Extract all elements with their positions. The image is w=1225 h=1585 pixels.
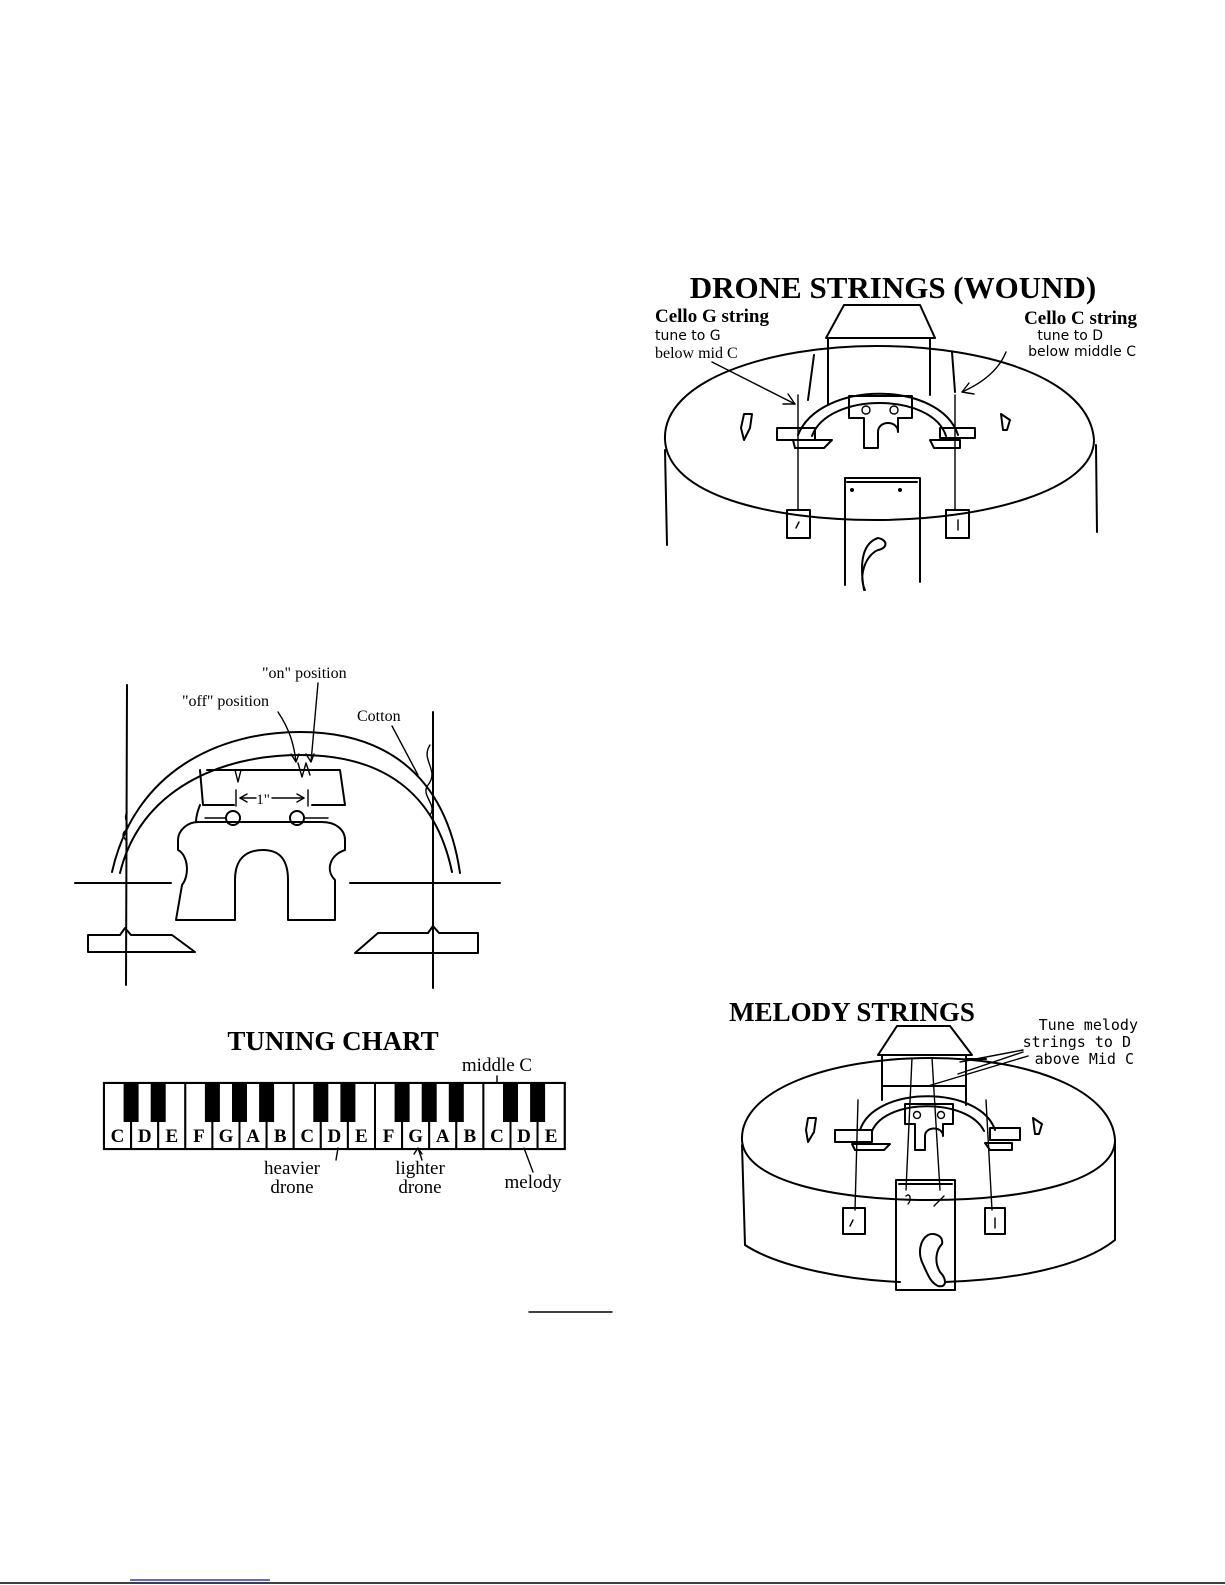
notch-off [235,770,241,782]
key-label: G [219,1126,234,1147]
key-label: D [517,1126,531,1147]
key-label: E [355,1126,368,1147]
melody-peg-left [843,1208,865,1234]
lighter-drone-label-2: drone [398,1177,441,1198]
black-key [340,1083,355,1122]
black-key [530,1083,545,1122]
key-label: F [193,1126,205,1147]
key-label: C [490,1126,504,1147]
wedge-right [355,926,478,953]
melody-string-1 [855,1100,858,1210]
black-key [205,1083,220,1122]
drone-soundhole-right [1001,414,1010,430]
drone-right-heading: Cello C string [1024,308,1137,329]
drone-post [826,305,935,338]
lighter-drone-label-1: lighter [395,1158,445,1179]
bridge-arch-inner [120,755,452,873]
melody-note-2: strings to D [1023,1033,1131,1051]
melody-bridge [905,1104,953,1150]
drone-right-line2: below middle C [1028,344,1136,360]
key-label: A [436,1126,450,1147]
black-key [503,1083,518,1122]
key-label: C [111,1126,125,1147]
key-label: C [300,1126,314,1147]
drone-title: DRONE STRINGS (WOUND) [690,270,1096,305]
key-label: B [464,1126,477,1147]
cotton-right [426,745,432,815]
drone-body-side [665,445,1097,545]
melody-note-1: Tune melody [1039,1016,1138,1034]
heavier-drone-label-1: heavier [264,1158,321,1179]
tuning-title: TUNING CHART [227,1026,438,1056]
drone-left-line2: below mid C [655,345,738,362]
melody-string-4 [986,1100,992,1210]
black-key [422,1083,437,1122]
melody-bridge-arch [860,1096,995,1130]
melody-note-3: above Mid C [1035,1050,1134,1068]
drone-soundhole-left [741,414,752,440]
drone-body-top [665,346,1094,520]
notch-on [298,763,310,777]
middle-c-label: middle C [462,1055,532,1076]
key-label: D [138,1126,152,1147]
wedge-left [88,928,195,952]
cotton-label: Cotton [357,708,401,725]
key-label: B [274,1126,287,1147]
melody-string-3 [932,1058,940,1190]
black-key [124,1083,139,1122]
drone-right-line1: tune to D [1037,328,1103,344]
drone-left-line1: tune to G [655,328,721,344]
guide-line-left [126,685,127,985]
black-key [449,1083,464,1122]
melody-body-side [742,1140,1115,1282]
key-label: A [246,1126,260,1147]
melody-neck [896,1180,955,1290]
key-label: D [328,1126,342,1147]
melody-label: melody [505,1172,562,1193]
on-position-label: "on" position [262,665,347,682]
drone-neck [845,478,920,585]
melody-strings-diagram: MELODY STRINGS Tune melody strings to D … [729,997,1138,1290]
off-position-label: "off" position [182,693,269,710]
melody-soundhole-left [806,1118,816,1142]
black-key [232,1083,247,1122]
key-label: E [545,1126,558,1147]
gap-label: 1" [256,792,270,808]
black-key [395,1083,410,1122]
key-label: F [383,1126,395,1147]
key-label: E [165,1126,178,1147]
black-key [313,1083,328,1122]
melody-post [878,1026,972,1055]
bridge-arch-outer [112,732,460,873]
drone-left-arrow [712,362,795,404]
melody-soundhole-right [1033,1118,1042,1134]
black-key [259,1083,274,1122]
drone-strings-diagram: DRONE STRINGS (WOUND) Cello G string tun… [655,270,1137,590]
key-label: G [408,1126,423,1147]
black-key [151,1083,166,1122]
drone-left-heading: Cello G string [655,306,769,327]
melody-title: MELODY STRINGS [729,997,975,1027]
bridge-detail-diagram: "on" position "off" position Cotton 1" [75,665,500,988]
heavier-drone-label-2: drone [270,1177,313,1198]
